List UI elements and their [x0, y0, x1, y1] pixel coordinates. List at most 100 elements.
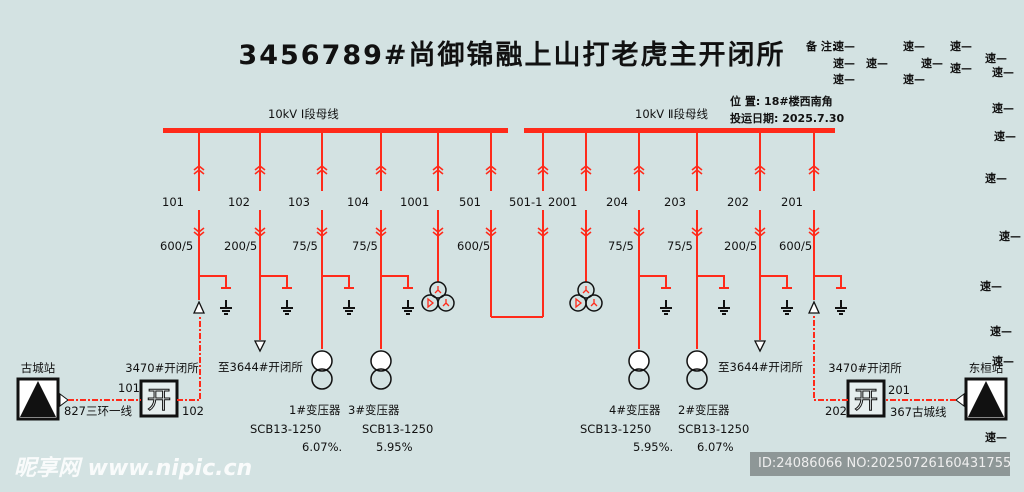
notes-label: 备 注: — [805, 39, 836, 53]
chevron-up-icon — [193, 168, 205, 175]
chevron-down-icon — [193, 231, 205, 238]
bus-1-label: 10kV Ⅰ段母线 — [268, 107, 339, 121]
note-item: 速— — [992, 354, 1014, 368]
earth-switch — [322, 275, 354, 289]
chevron-up-icon — [808, 168, 820, 175]
right-station-name: 东桓站 — [969, 361, 1004, 375]
note-item: 速— — [985, 171, 1007, 185]
ct-ratio-label: 600/5 — [779, 239, 812, 253]
chevron-down-icon — [193, 227, 205, 234]
location-text: 位 置: 18#楼西南角 — [730, 94, 833, 108]
chevron-down-icon — [808, 227, 820, 234]
feeder-id-label: 102 — [228, 195, 250, 209]
transformer-model: SCB13-1250 — [362, 422, 433, 436]
feeder-id-label: 202 — [727, 195, 749, 209]
commission-date-text: 投运日期: 2025.7.30 — [730, 111, 845, 125]
ct-ratio-label: 600/5 — [457, 239, 490, 253]
transformer-impedance: 6.07%. — [302, 440, 342, 454]
transformer-name: 3#变压器 — [348, 403, 400, 417]
transformer-name: 2#变压器 — [678, 403, 730, 417]
switch-glyph: 开 — [854, 386, 878, 414]
feeder-id-label: 203 — [664, 195, 686, 209]
chevron-down-icon — [691, 231, 703, 238]
arrow-down-icon — [753, 340, 767, 353]
note-item: 速— — [903, 72, 925, 86]
earth-switch — [697, 275, 729, 289]
feeder-id-label: 101 — [162, 195, 184, 209]
chevron-down-icon — [375, 231, 387, 238]
chevron-up-icon — [633, 164, 645, 171]
earth-switch — [814, 275, 846, 289]
transformer-labels: 1#变压器SCB13-12506.07%.3#变压器SCB13-12505.95… — [250, 403, 749, 454]
ground-icon — [835, 300, 847, 315]
feeder-202 — [753, 133, 793, 353]
left-switchgear-name: 3470#开闭所 — [125, 361, 199, 375]
image-id-bar: ID:24086066 NO:20250726160431755103 — [750, 452, 1010, 476]
feeder-id-label: 201 — [781, 195, 803, 209]
chevron-up-icon — [754, 168, 766, 175]
note-item: 速— — [980, 279, 1002, 293]
watermark: 昵享网 www.nipic.cn — [14, 455, 252, 481]
note-item: 速— — [994, 129, 1016, 143]
chevron-up-icon — [537, 168, 549, 175]
right-station-icon — [955, 377, 1008, 421]
chevron-down-icon — [537, 227, 549, 234]
feeder-id-label: 204 — [606, 195, 628, 209]
feeder-id-label: 104 — [347, 195, 369, 209]
earth-switch — [199, 275, 231, 289]
chevron-up-icon — [254, 168, 266, 175]
chevron-up-icon — [432, 164, 444, 171]
power-transformer-icon — [628, 350, 650, 390]
switch-glyph: 开 — [147, 386, 171, 414]
note-item: 速— — [833, 56, 855, 70]
chevron-down-icon — [485, 227, 497, 234]
note-item: 速— — [992, 65, 1014, 79]
note-item: 速— — [985, 430, 1007, 444]
chevron-up-icon — [375, 168, 387, 175]
chevron-up-icon — [580, 164, 592, 171]
earth-switch — [639, 275, 671, 289]
left-switch-box: 开 — [139, 379, 179, 418]
voltage-transformer-icon — [421, 281, 455, 312]
feeder-102 — [253, 133, 293, 353]
transformer-impedance: 5.95% — [376, 440, 413, 454]
chevron-down-icon — [691, 227, 703, 234]
feeder-id-label: 103 — [288, 195, 310, 209]
feeder-1001 — [421, 133, 455, 312]
feeder-201 — [807, 133, 847, 315]
right-switch-box: 开 — [846, 379, 886, 418]
note-item: 速— — [985, 51, 1007, 65]
bus-1 — [163, 128, 508, 133]
earth-switch — [381, 275, 413, 289]
feeder-501-1 — [537, 133, 549, 317]
note-item: 速— — [833, 39, 855, 53]
right-line-name: 367古城线 — [890, 405, 947, 419]
feeder-2001 — [569, 133, 603, 312]
ground-icon — [343, 300, 355, 315]
chevron-up-icon — [691, 164, 703, 171]
arrow-down-icon — [253, 340, 267, 353]
note-item: 速— — [866, 56, 888, 70]
ct-ratio-label: 200/5 — [224, 239, 257, 253]
chevron-down-icon — [375, 227, 387, 234]
chevron-up-icon — [754, 164, 766, 171]
ground-icon — [718, 300, 730, 315]
chevron-down-icon — [254, 231, 266, 238]
ct-ratio-label: 600/5 — [160, 239, 193, 253]
ground-icon — [402, 300, 414, 315]
left-station-icon — [16, 377, 69, 421]
note-item: 速— — [950, 61, 972, 75]
ct-ratio-label: 75/5 — [292, 239, 318, 253]
left-station-name: 古城站 — [21, 361, 56, 375]
power-transformer-icon — [311, 350, 333, 390]
chevron-up-icon — [691, 168, 703, 175]
right-incoming-line — [813, 315, 956, 401]
left-in-label: 101 — [118, 381, 140, 395]
ground-icon — [781, 300, 793, 315]
earth-switch — [260, 275, 292, 289]
chevron-down-icon — [754, 227, 766, 234]
chevron-down-icon — [432, 231, 444, 238]
transformer-model: SCB13-1250 — [250, 422, 321, 436]
chevron-up-icon — [432, 168, 444, 175]
triangle-icon — [192, 300, 206, 314]
